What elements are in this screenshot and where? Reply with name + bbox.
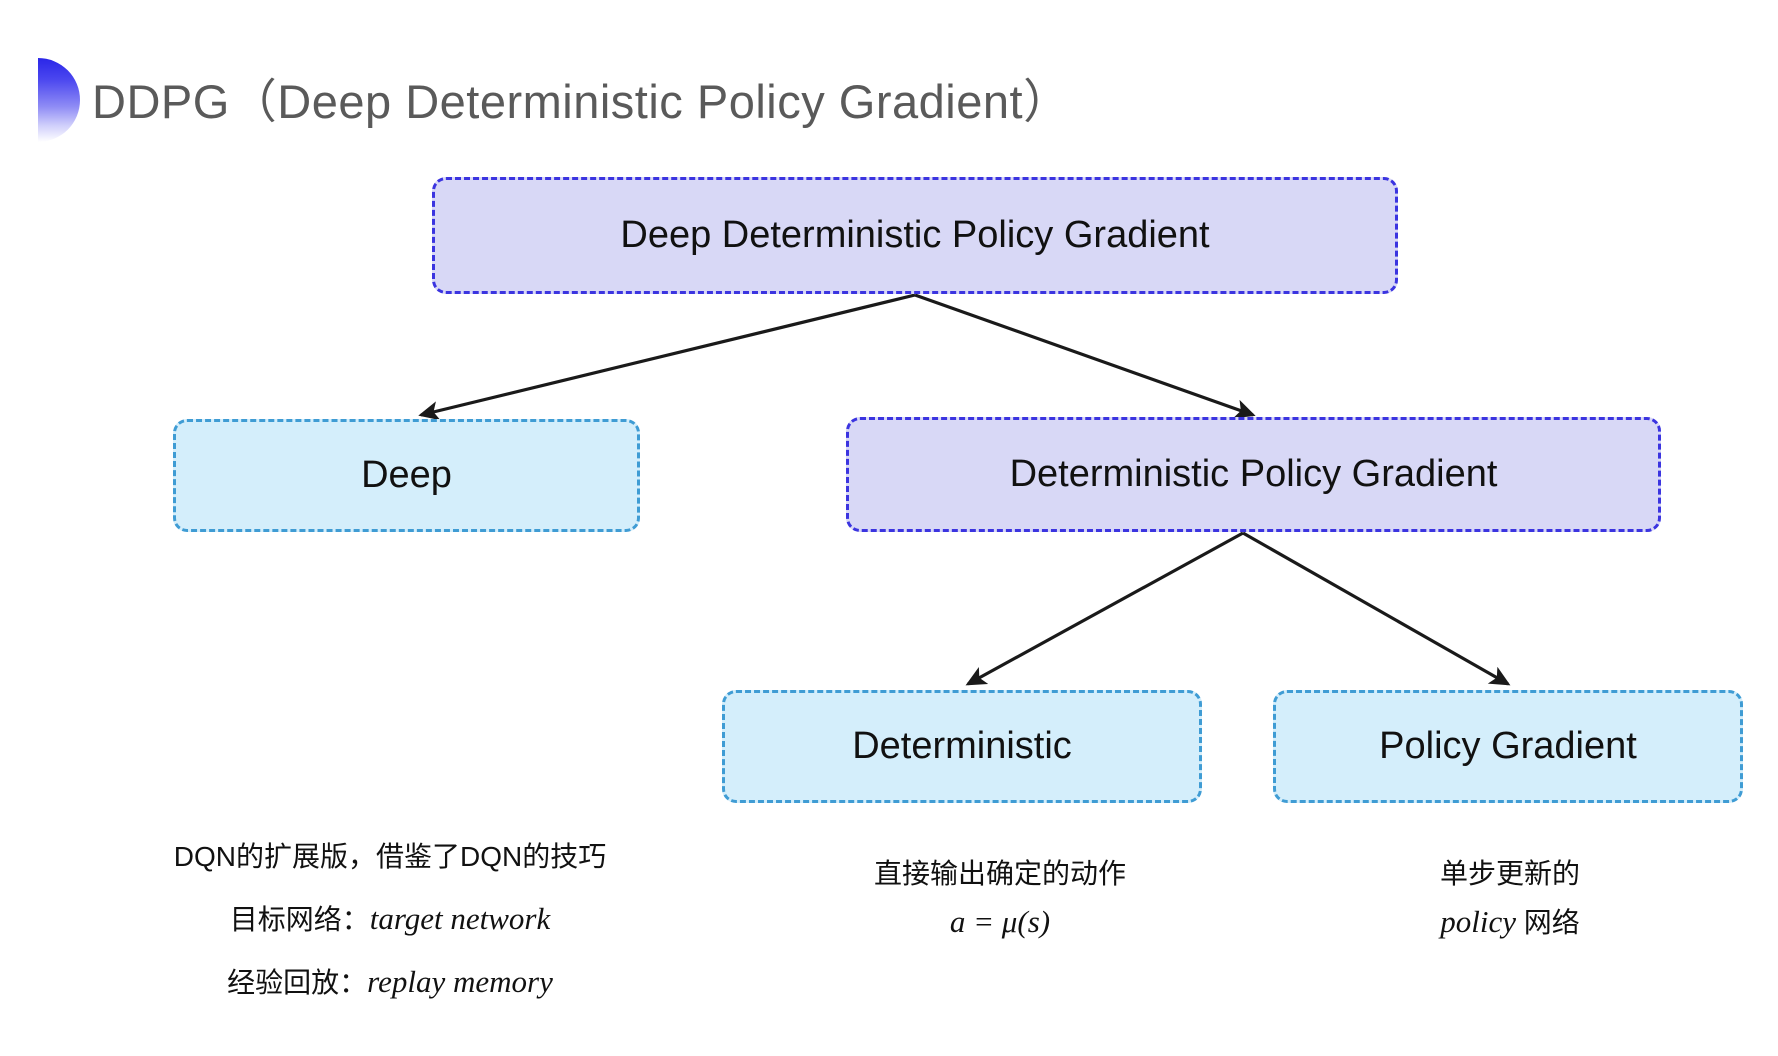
edge-root-to-dpg [914, 293, 1256, 419]
node-deep-deterministic-policy-gradient[interactable]: Deep Deterministic Policy Gradient [432, 177, 1398, 294]
node-deterministic-policy-gradient[interactable]: Deterministic Policy Gradient [846, 417, 1661, 532]
edge-root-to-deep [418, 293, 916, 421]
node-label: Deep Deterministic Policy Gradient [620, 214, 1210, 256]
caption-policy-gradient: 单步更新的 policy 网络 [1260, 850, 1760, 947]
caption-deep-line-2-label: 目标网络： [229, 904, 370, 935]
half-circle-bullet-icon [38, 58, 80, 142]
caption-policy-gradient-suffix: 网络 [1515, 907, 1580, 938]
caption-deep-line-2-term: target network [369, 901, 551, 936]
node-label: Deep [361, 454, 452, 496]
caption-deep-line-3-term: replay memory [367, 964, 553, 999]
caption-policy-gradient-term: policy [1440, 904, 1516, 939]
caption-deep: DQN的扩展版，借鉴了DQN的技巧 目标网络：target network 经验… [110, 826, 670, 1014]
node-deterministic[interactable]: Deterministic [722, 690, 1202, 803]
caption-deterministic-formula: a = μ(s) [949, 904, 1051, 939]
node-label: Deterministic Policy Gradient [1009, 453, 1498, 495]
caption-policy-gradient-line-2: policy 网络 [1260, 898, 1760, 947]
edge-dpg-to-policy-gradient [1242, 531, 1511, 686]
caption-policy-gradient-line-1: 单步更新的 [1439, 858, 1580, 889]
caption-deep-line-3: 经验回放：replay memory [110, 951, 670, 1014]
edge-dpg-to-deterministic [965, 531, 1244, 686]
page-title: DDPG（Deep Deterministic Policy Gradient） [92, 75, 1071, 128]
node-label: Policy Gradient [1379, 725, 1637, 767]
node-deep[interactable]: Deep [173, 419, 640, 532]
caption-deep-line-2: 目标网络：target network [110, 888, 670, 951]
caption-deterministic-line-1: 直接输出确定的动作 [873, 858, 1126, 889]
node-label: Deterministic [852, 725, 1072, 767]
node-policy-gradient[interactable]: Policy Gradient [1273, 690, 1743, 803]
caption-deep-line-1: DQN的扩展版，借鉴了DQN的技巧 [173, 841, 607, 872]
caption-deep-line-3-label: 经验回放： [227, 967, 368, 998]
caption-deterministic: 直接输出确定的动作 a = μ(s) [700, 850, 1300, 946]
